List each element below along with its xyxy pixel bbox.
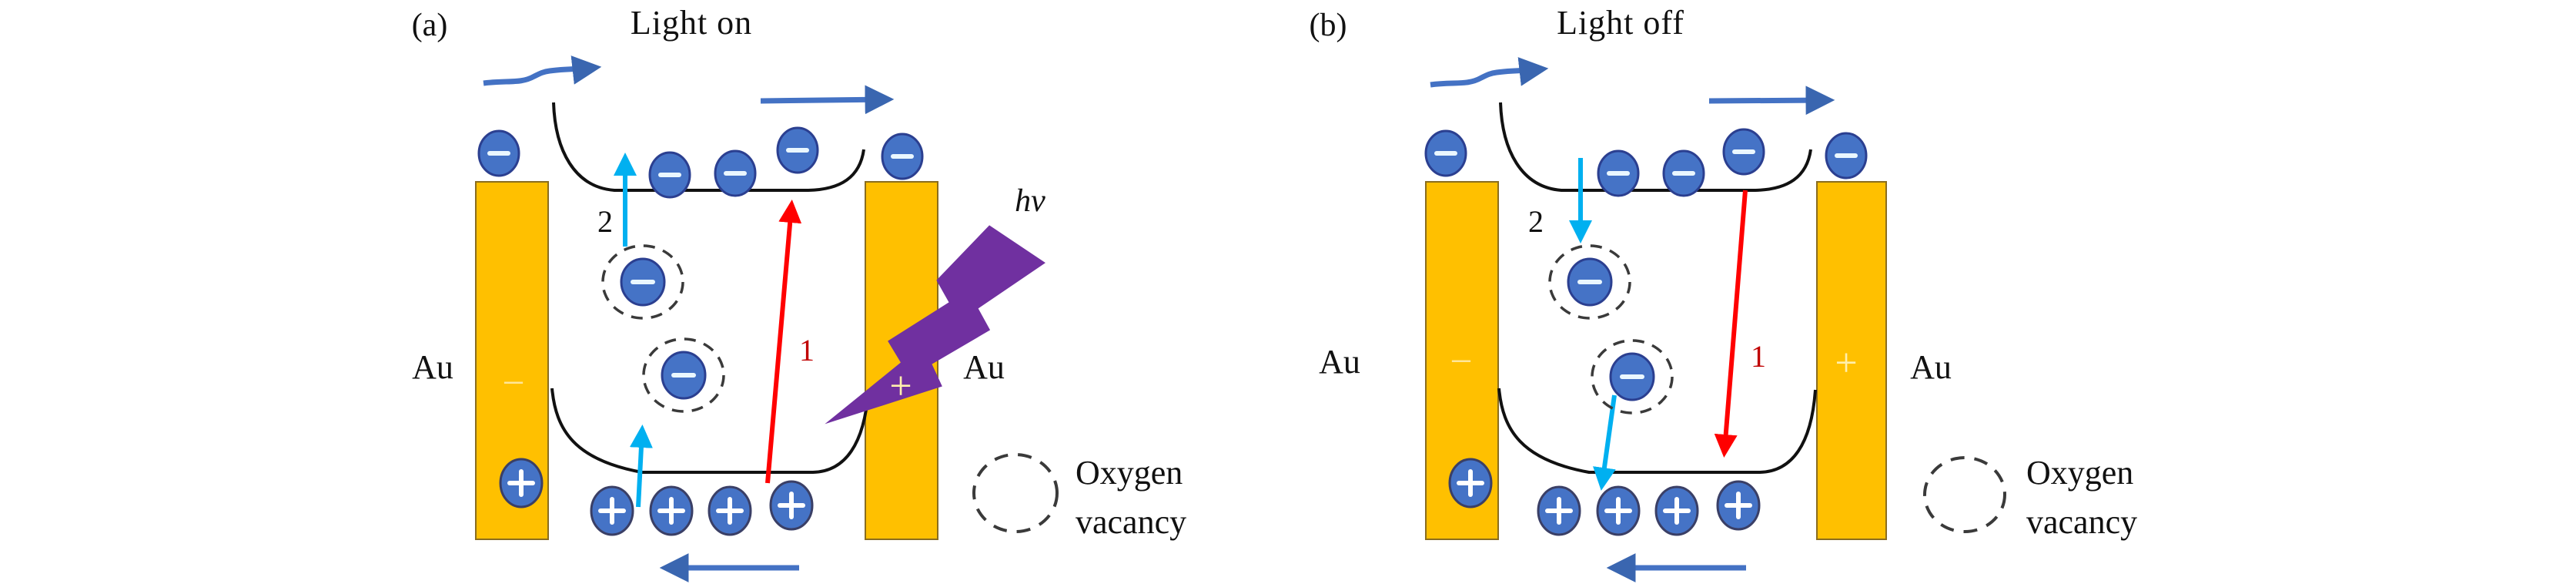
electron (714, 149, 757, 197)
legend-line2-a: vacancy (1076, 502, 1187, 541)
electrode-polarity-plus-a: + (889, 364, 912, 408)
hole (1716, 480, 1761, 531)
current-flow-squiggle-arrow-a (483, 55, 602, 86)
step2-label-a: 2 (597, 204, 613, 239)
hole (708, 485, 752, 536)
gold-electrode-right-b (1816, 181, 1887, 540)
hole (590, 485, 634, 536)
au-electrode-label-right-a: Au (963, 348, 1005, 386)
electron (776, 126, 819, 174)
electron (1424, 129, 1467, 177)
hole (1654, 485, 1699, 536)
electrode-polarity-minus-a: − (502, 361, 525, 405)
legend-text-a: Oxygen vacancy (1076, 448, 1186, 547)
photon-energy-label: hv (1015, 183, 1045, 219)
conduction-band-curve-a (552, 102, 865, 192)
au-electrode-label-left-b: Au (1319, 343, 1360, 381)
electrode-polarity-minus-b: − (1450, 340, 1473, 384)
valence-band-curve-b (1497, 388, 1817, 474)
oxygen-vacancy (601, 244, 684, 320)
step2-label-b: 2 (1528, 204, 1544, 239)
legend-oxygen-vacancy-ring-icon (972, 453, 1059, 533)
electron (1662, 149, 1705, 197)
hole (1596, 485, 1641, 536)
process1-band-to-band-arrow-b (1714, 190, 1748, 458)
step1-label-b: 1 (1751, 339, 1766, 374)
current-flow-squiggle-arrow-b (1430, 57, 1549, 88)
process1-band-to-band-arrow-a (765, 200, 802, 484)
electrode-polarity-plus-b: + (1835, 341, 1858, 385)
au-electrode-label-right-b: Au (1910, 348, 1952, 386)
hole (769, 480, 814, 531)
hole (1448, 458, 1493, 508)
oxygen-vacancy (1548, 244, 1631, 320)
oxygen-vacancy (642, 337, 725, 413)
electron (477, 129, 520, 177)
electron (1825, 132, 1868, 180)
electron (648, 151, 691, 199)
process2-vacancy-to-vb-arrow-b (1593, 394, 1617, 491)
electron (1597, 149, 1640, 197)
conduction-band-curve-b (1499, 102, 1812, 192)
legend-line1-b: Oxygen (2026, 454, 2134, 492)
legend-line2-b: vacancy (2026, 502, 2138, 541)
electron (881, 133, 924, 180)
electron (1722, 128, 1765, 176)
photon-lightning-bolt-icon (825, 225, 1045, 425)
hole (649, 485, 694, 536)
panel-b-title: Light off (1557, 4, 1684, 42)
step1-label-a: 1 (799, 333, 815, 368)
legend-text-b: Oxygen vacancy (2026, 448, 2137, 547)
hole (499, 458, 544, 508)
legend-line1-a: Oxygen (1076, 454, 1183, 492)
legend-oxygen-vacancy-ring-icon (1923, 456, 2006, 533)
panel-b-label: (b) (1309, 8, 1347, 43)
panel-a-label: (a) (411, 8, 448, 43)
current-flow-right-arrow-b (1708, 86, 1835, 116)
process2-vb-to-vacancy-arrow-a (629, 425, 653, 508)
panel-a-title: Light on (630, 4, 753, 42)
oxygen-vacancy (1591, 339, 1674, 415)
hole (1537, 485, 1581, 536)
current-flow-right-arrow-a (760, 85, 895, 115)
au-electrode-label-left-a: Au (412, 348, 453, 386)
